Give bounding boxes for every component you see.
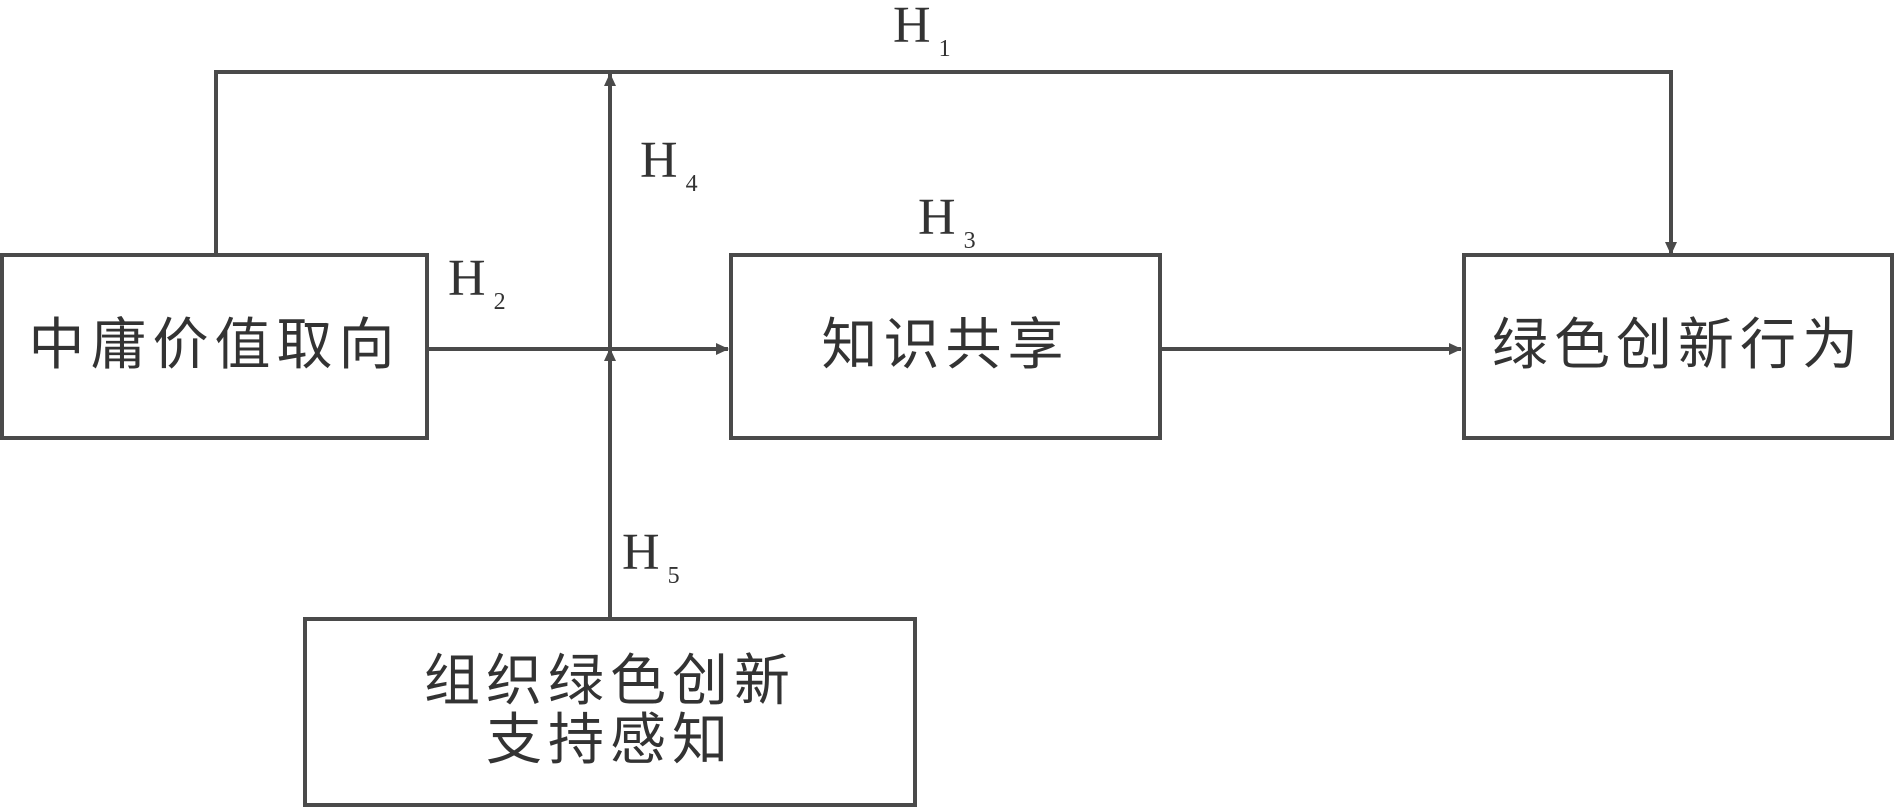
node-org-green-support: 组织绿色创新 支持感知 (303, 617, 917, 807)
node-green-innovation-behavior: 绿色创新行为 (1462, 253, 1894, 440)
node-org-support-line2: 支持感知 (486, 712, 734, 771)
node-knowledge-sharing-label: 知识共享 (822, 317, 1070, 376)
hypothesis-h5-label: H5 (622, 527, 680, 588)
hypothesis-h2-label: H2 (448, 253, 506, 314)
node-zhongyong-label: 中庸价值取向 (29, 317, 401, 376)
node-knowledge-sharing: 知识共享 (729, 253, 1162, 440)
hypothesis-h3-label: H3 (918, 192, 976, 253)
node-zhongyong-value: 中庸价值取向 (0, 253, 429, 440)
hypothesis-h1-label: H1 (893, 0, 951, 61)
node-org-support-line1: 组织绿色创新 (424, 653, 796, 712)
node-green-innovation-label: 绿色创新行为 (1492, 317, 1864, 376)
hypothesis-h4-label: H4 (640, 135, 698, 196)
